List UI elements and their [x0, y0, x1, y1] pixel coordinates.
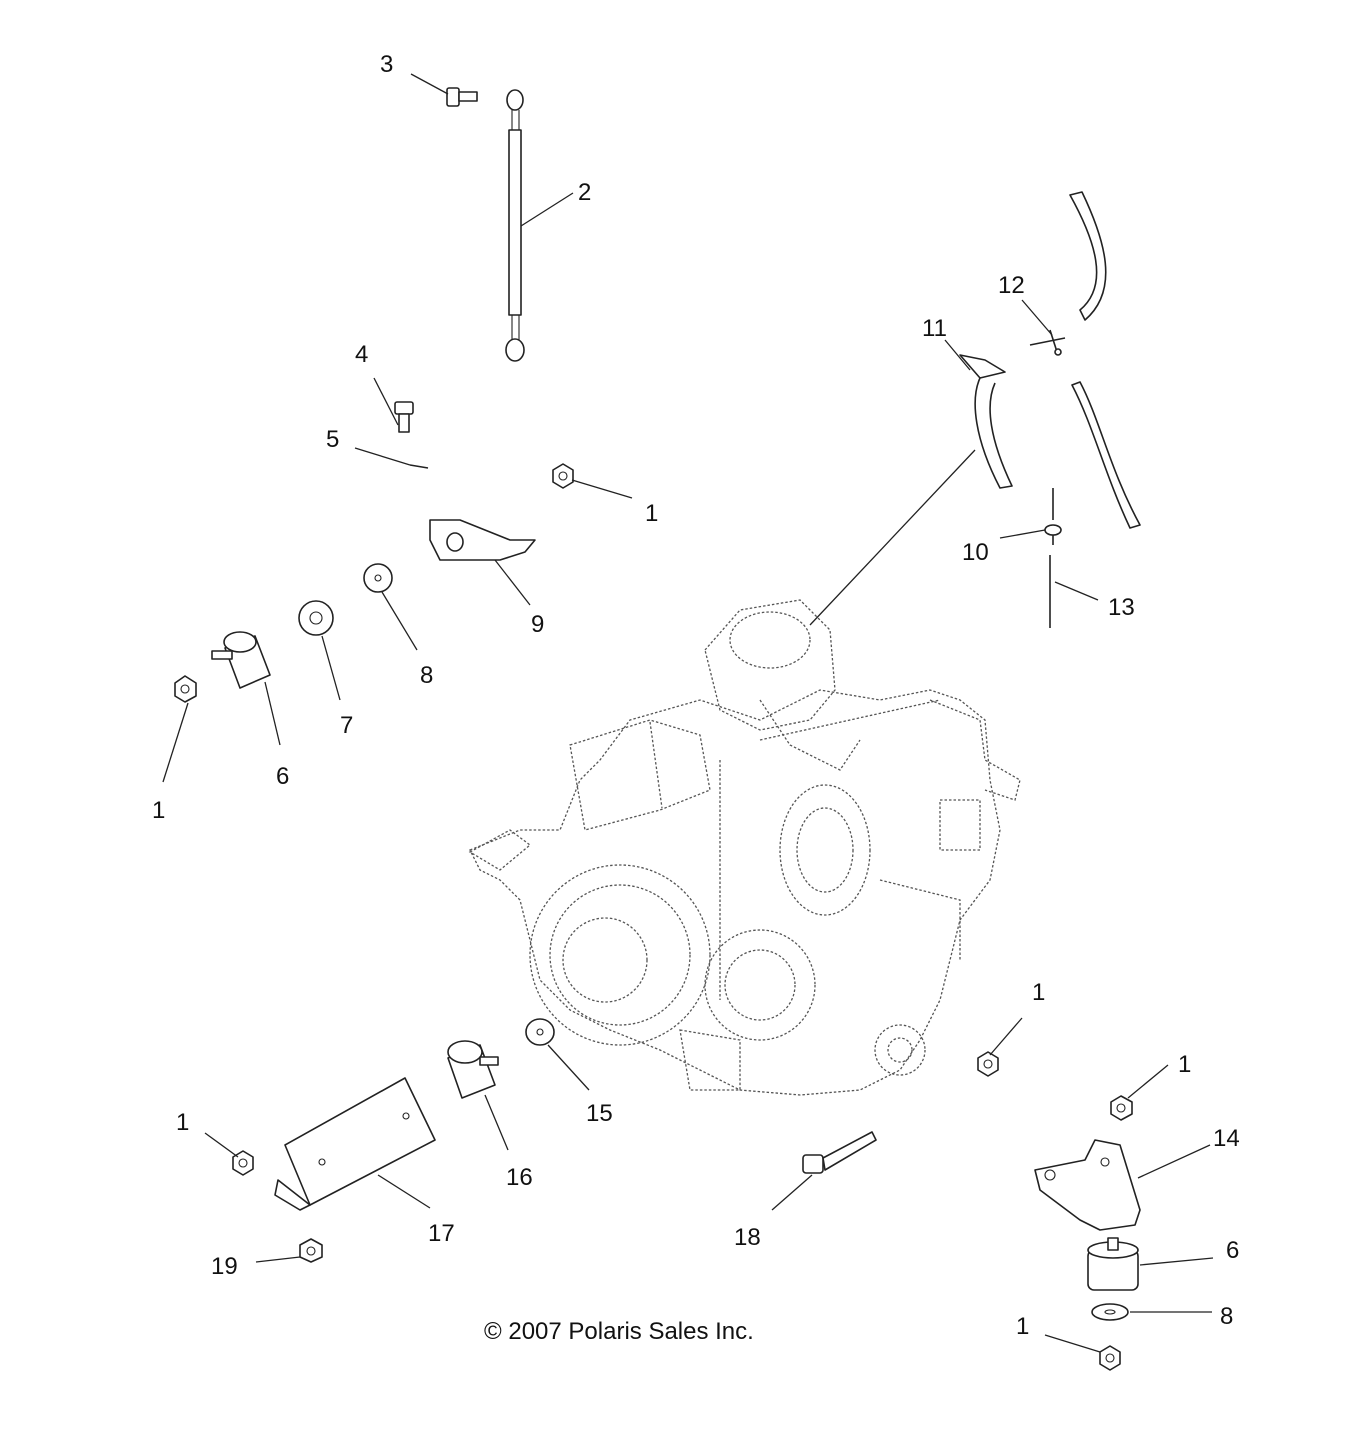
bolt-18 [802, 1131, 877, 1174]
callout-1c: 1 [1032, 979, 1045, 1006]
callout-6b: 6 [1226, 1237, 1239, 1264]
callout-15: 15 [586, 1100, 613, 1127]
vent-hose-11 [959, 354, 1013, 489]
engine-mount-16 [447, 1040, 499, 1099]
callout-8a: 8 [420, 662, 433, 689]
callout-14: 14 [1213, 1125, 1240, 1152]
callout-16: 16 [506, 1164, 533, 1191]
engine-assembly [468, 599, 1021, 1096]
engine-mount-6b [1087, 1237, 1139, 1291]
fitting-10 [1044, 488, 1062, 545]
nut-1b [174, 675, 197, 703]
callout-9: 9 [531, 611, 544, 638]
ground-strap-2 [505, 89, 525, 362]
nut-1f [1099, 1345, 1121, 1371]
nut-1a [552, 463, 574, 489]
vent-hose-upper [1069, 191, 1107, 321]
spacer-7 [298, 600, 334, 636]
callout-1f: 1 [1016, 1313, 1029, 1340]
callout-13: 13 [1108, 594, 1135, 621]
bracket-14 [1034, 1139, 1141, 1231]
nut-19 [299, 1238, 323, 1263]
callout-1d: 1 [1178, 1051, 1191, 1078]
callout-8b: 8 [1220, 1303, 1233, 1330]
callout-1e: 1 [176, 1109, 189, 1136]
mount-bracket-17 [274, 1077, 436, 1211]
nut-1e [232, 1150, 254, 1176]
leader-lines [162, 73, 1214, 1353]
pin-5 [409, 464, 429, 469]
callout-1a: 1 [645, 500, 658, 527]
washer-15 [525, 1018, 555, 1046]
callout-17: 17 [428, 1220, 455, 1247]
bolt-4 [394, 401, 414, 433]
callout-1b: 1 [152, 797, 165, 824]
bracket-9 [429, 519, 536, 561]
vent-hose-right [1071, 381, 1141, 529]
washer-8a [363, 563, 393, 593]
callout-6a: 6 [276, 763, 289, 790]
callout-2: 2 [578, 179, 591, 206]
copyright-notice: © 2007 Polaris Sales Inc. [484, 1318, 754, 1345]
callout-3: 3 [380, 51, 393, 78]
callout-11: 11 [922, 315, 947, 342]
callout-19: 19 [211, 1253, 238, 1280]
nut-1c [977, 1051, 999, 1077]
callout-5: 5 [326, 426, 339, 453]
callout-10: 10 [962, 539, 989, 566]
callout-4: 4 [355, 341, 368, 368]
engine-mount-6a [211, 631, 271, 689]
callout-12: 12 [998, 272, 1025, 299]
nut-1d [1110, 1095, 1133, 1121]
callout-18: 18 [734, 1224, 761, 1251]
washer-8b [1091, 1303, 1129, 1321]
callout-numbers: 3 2 12 11 4 5 1 9 10 13 8 7 6 1 1 1 14 1… [152, 51, 1240, 1340]
tee-fitting-12 [1029, 329, 1066, 356]
bolt-3 [446, 87, 478, 107]
callout-7: 7 [340, 712, 353, 739]
